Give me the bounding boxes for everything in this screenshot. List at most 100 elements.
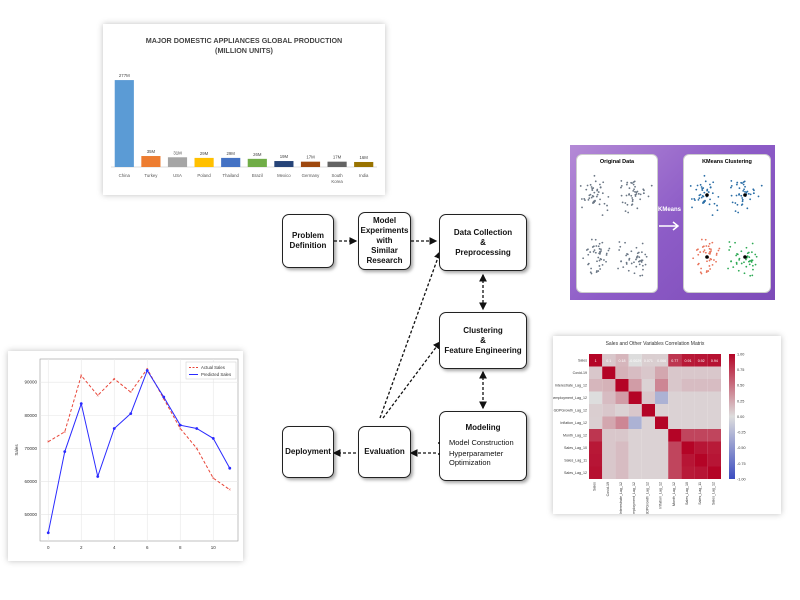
heatmap-cell bbox=[589, 441, 603, 454]
data-point bbox=[605, 260, 607, 263]
data-point bbox=[598, 183, 601, 186]
cluster-point bbox=[741, 198, 744, 201]
actual-point: × bbox=[113, 376, 116, 381]
cluster-point bbox=[701, 187, 704, 190]
centroid-point bbox=[743, 193, 747, 197]
bar-category-label: Brazil bbox=[252, 173, 263, 178]
data-point bbox=[631, 203, 634, 206]
heatmap-cell bbox=[615, 441, 629, 454]
cluster-point bbox=[737, 269, 740, 272]
heatmap-cell bbox=[628, 354, 642, 367]
cluster-point bbox=[735, 263, 738, 265]
heatmap-cell bbox=[681, 429, 695, 442]
bar-data-label: 16M bbox=[360, 155, 369, 160]
data-point bbox=[599, 257, 602, 260]
cluster-point bbox=[736, 181, 739, 184]
data-point bbox=[625, 194, 628, 197]
heatmap-cell bbox=[589, 466, 603, 479]
actual-point: × bbox=[47, 439, 50, 444]
data-point bbox=[605, 252, 608, 255]
cluster-point bbox=[708, 183, 711, 186]
data-point bbox=[638, 260, 640, 263]
data-point bbox=[587, 198, 590, 201]
data-point bbox=[599, 198, 601, 201]
cluster-point bbox=[707, 245, 710, 248]
cluster-point bbox=[715, 254, 718, 256]
cluster-point bbox=[730, 260, 732, 263]
cluster-point bbox=[706, 189, 709, 192]
cluster-point bbox=[709, 198, 711, 201]
predicted-point bbox=[178, 423, 182, 427]
data-point bbox=[596, 189, 599, 192]
evaluation-node: Evaluation bbox=[358, 426, 411, 478]
data-point bbox=[594, 238, 597, 241]
data-point bbox=[601, 214, 604, 216]
data-point bbox=[593, 249, 596, 252]
cluster-point bbox=[705, 245, 708, 247]
heatmap-cell bbox=[589, 354, 603, 367]
data-point bbox=[586, 184, 589, 187]
bar-category-label: South bbox=[331, 173, 343, 178]
cluster-point bbox=[752, 188, 755, 191]
heatmap-cell bbox=[615, 379, 629, 392]
cluster-point bbox=[700, 272, 703, 275]
kmeans-clustering-scatter bbox=[689, 174, 763, 277]
cluster-point bbox=[708, 252, 711, 255]
cluster-point bbox=[745, 258, 747, 261]
model-experiments-label: Model Experiments with Similar Research bbox=[360, 216, 409, 265]
series-line-actual bbox=[47, 367, 231, 491]
cluster-point bbox=[703, 249, 706, 252]
cluster-point bbox=[707, 191, 710, 193]
heatmap-value-label: 0.92 bbox=[698, 359, 705, 363]
data-point bbox=[622, 266, 625, 269]
cluster-point bbox=[736, 203, 739, 206]
cluster-point bbox=[713, 259, 715, 261]
cluster-point bbox=[690, 198, 693, 200]
heatmap-value-label: 0.071 bbox=[644, 359, 653, 363]
cluster-point bbox=[700, 267, 703, 270]
heatmap-cell bbox=[668, 429, 682, 442]
heatmap-col-label: Month_Lag_12 bbox=[672, 482, 676, 506]
cluster-point bbox=[731, 201, 734, 204]
heatmap-cell bbox=[615, 466, 629, 479]
line-plot-area bbox=[39, 358, 239, 542]
heatmap-cell bbox=[707, 441, 721, 454]
cluster-point bbox=[746, 252, 749, 255]
centroid-point bbox=[705, 193, 709, 197]
cluster-point bbox=[704, 251, 707, 254]
series-line-predicted bbox=[47, 369, 231, 533]
heatmap-cell bbox=[707, 391, 721, 404]
data-point bbox=[625, 263, 628, 265]
data-point bbox=[620, 186, 622, 189]
heatmap-cell bbox=[707, 454, 721, 467]
bar-category-label: USA bbox=[173, 173, 182, 178]
cluster-point bbox=[689, 185, 692, 187]
data-point bbox=[636, 252, 639, 255]
cluster-point bbox=[712, 181, 715, 184]
cluster-point bbox=[698, 194, 701, 197]
bar-data-label: 19M bbox=[280, 154, 289, 159]
data-point bbox=[594, 251, 597, 254]
cluster-point bbox=[709, 257, 712, 260]
heatmap-value-label: 1 bbox=[595, 359, 597, 363]
heatmap-cell bbox=[681, 454, 695, 467]
heatmap-cell bbox=[641, 366, 655, 379]
actual-point: × bbox=[80, 373, 83, 378]
cluster-point bbox=[744, 185, 746, 188]
bar-china bbox=[114, 80, 134, 167]
data-point bbox=[602, 181, 605, 184]
y-tick-label: 80000 bbox=[24, 413, 37, 418]
cluster-point bbox=[740, 194, 743, 197]
bar-category-label: Thailand bbox=[222, 173, 239, 178]
cluster-point bbox=[740, 250, 743, 253]
heatmap-value-label: 0.066 bbox=[657, 359, 666, 363]
heatmap-cell bbox=[668, 454, 682, 467]
heatmap-cell bbox=[655, 379, 669, 392]
data-point bbox=[599, 268, 602, 270]
cluster-point bbox=[717, 249, 720, 252]
bar-category-label: Germany bbox=[302, 173, 321, 178]
data-point bbox=[605, 254, 608, 256]
modeling-bullets: Model Construction Hyperparameter Optimi… bbox=[440, 437, 526, 468]
cluster-point bbox=[711, 214, 714, 216]
heatmap-cell bbox=[641, 429, 655, 442]
